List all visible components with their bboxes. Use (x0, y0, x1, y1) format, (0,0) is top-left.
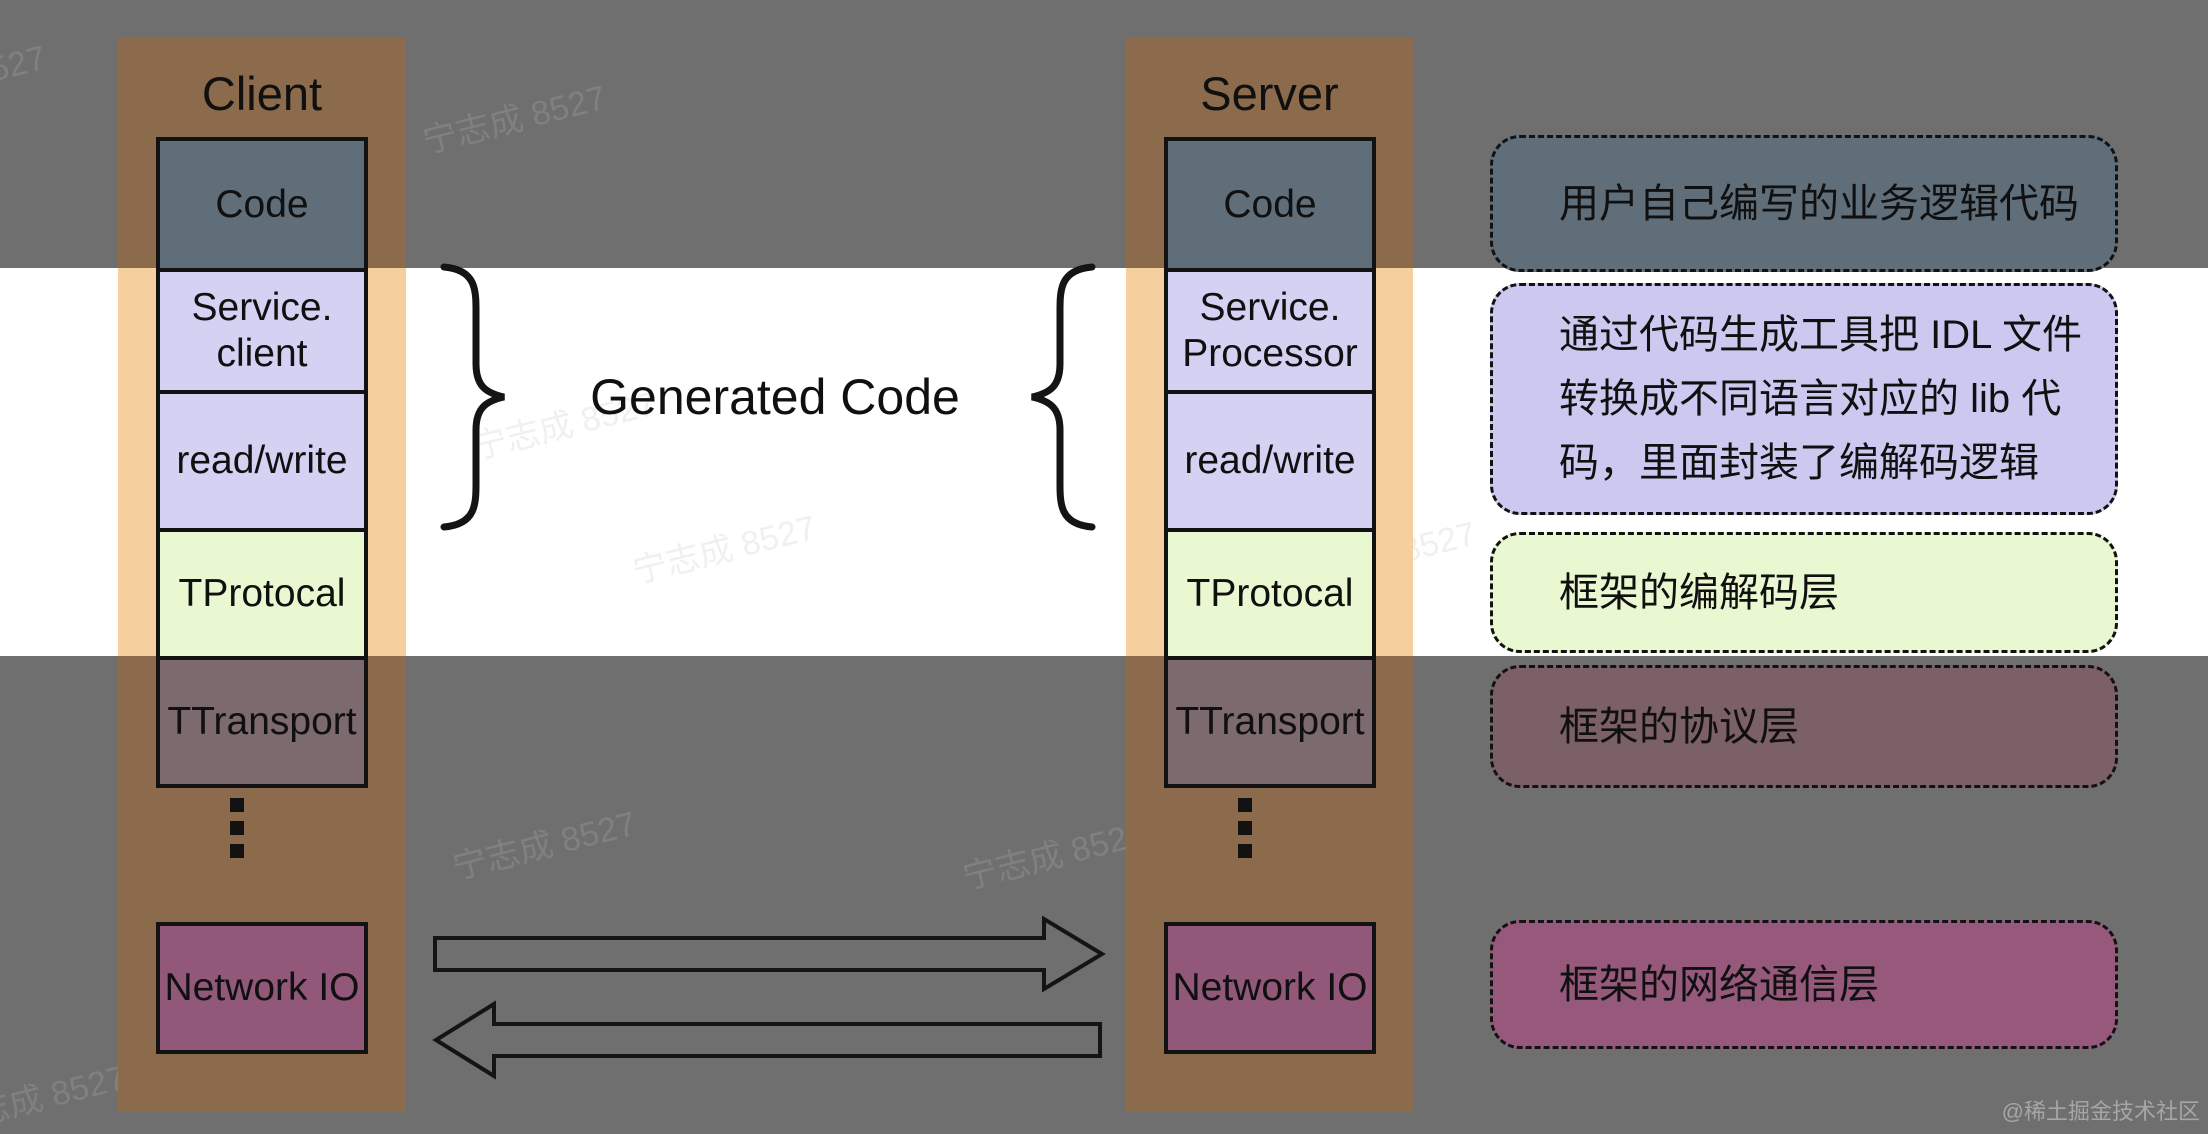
server-ttransport-label: TTransport (1175, 700, 1365, 743)
client-service-label-line1: Service. (191, 286, 333, 329)
server-readwrite-label: read/write (1184, 439, 1356, 482)
client-network-io-box: Network IO (156, 922, 368, 1054)
server-service-label-line1: Service. (1199, 286, 1341, 329)
server-column: Server Code Service. Processor read/writ… (1126, 38, 1413, 1112)
note-codec-layer-text: 框架的编解码层 (1559, 570, 1839, 615)
server-service-label-line2: Processor (1182, 332, 1358, 375)
client-code-label: Code (215, 182, 309, 226)
curly-brace-right-icon (440, 263, 505, 531)
arrow-right-icon (433, 916, 1106, 992)
server-network-io-label: Network IO (1172, 966, 1368, 1009)
client-readwrite-label: read/write (176, 439, 348, 482)
note-business-code: 用户自己编写的业务逻辑代码 (1490, 135, 2118, 272)
watermark: 宁志成 8527 (419, 78, 610, 161)
note-generated-line3: 码，里面封装了编解码逻辑 (1559, 441, 2039, 485)
note-protocol-layer: 框架的协议层 (1490, 665, 2118, 788)
note-network-layer: 框架的网络通信层 (1490, 920, 2118, 1049)
client-tprotocal-label: TProtocal (178, 572, 346, 615)
arrow-left-icon (432, 1000, 1102, 1080)
server-network-io-box: Network IO (1164, 922, 1376, 1054)
note-protocol-layer-text: 框架的协议层 (1559, 704, 1799, 749)
server-code-box: Code (1168, 141, 1372, 268)
server-layer-stack: Code Service. Processor read/write TProt… (1164, 137, 1376, 788)
curly-brace-left-icon (1031, 263, 1096, 531)
client-layer-stack: Code Service. client read/write TProtoca… (156, 137, 368, 788)
client-ttransport-box: TTransport (160, 656, 364, 784)
client-service-label-line2: client (216, 332, 308, 375)
client-column: Client Code Service. client read/write T… (118, 38, 406, 1112)
server-tprotocal-box: TProtocal (1168, 528, 1372, 656)
client-ttransport-label: TTransport (167, 700, 357, 743)
watermark: 宁志成 8527 (0, 1058, 130, 1134)
note-generated-line2: 转换成不同语言对应的 lib 代 (1559, 377, 2062, 421)
watermark: 宁志成 8527 (449, 804, 640, 887)
note-generated-line1: 通过代码生成工具把 IDL 文件 (1559, 313, 2082, 357)
client-code-box: Code (160, 141, 364, 268)
client-tprotocal-box: TProtocal (160, 528, 364, 656)
watermark: 宁志成 8527 (0, 38, 50, 121)
note-codec-layer: 框架的编解码层 (1490, 532, 2118, 653)
client-network-io-label: Network IO (164, 966, 360, 1009)
note-network-layer-text: 框架的网络通信层 (1559, 962, 1879, 1007)
watermark: 宁志成 8527 (959, 814, 1150, 897)
server-ellipsis-icon (1238, 798, 1252, 867)
client-ellipsis-icon (230, 798, 244, 867)
note-generated-code: 通过代码生成工具把 IDL 文件 转换成不同语言对应的 lib 代 码，里面封装… (1490, 283, 2118, 515)
server-service-box: Service. Processor (1168, 268, 1372, 390)
server-title: Server (1200, 67, 1339, 120)
server-tprotocal-label: TProtocal (1186, 572, 1354, 615)
server-readwrite-box: read/write (1168, 390, 1372, 528)
client-service-box: Service. client (160, 268, 364, 390)
server-ttransport-box: TTransport (1168, 656, 1372, 784)
note-generated-code-text: 通过代码生成工具把 IDL 文件 转换成不同语言对应的 lib 代 码，里面封装… (1559, 303, 2082, 495)
client-readwrite-box: read/write (160, 390, 364, 528)
note-business-code-text: 用户自己编写的业务逻辑代码 (1559, 181, 2079, 226)
client-title: Client (201, 67, 323, 120)
generated-code-label: Generated Code (590, 369, 960, 425)
site-credit: @稀土掘金技术社区 (2001, 1099, 2200, 1124)
server-code-label: Code (1223, 182, 1317, 226)
